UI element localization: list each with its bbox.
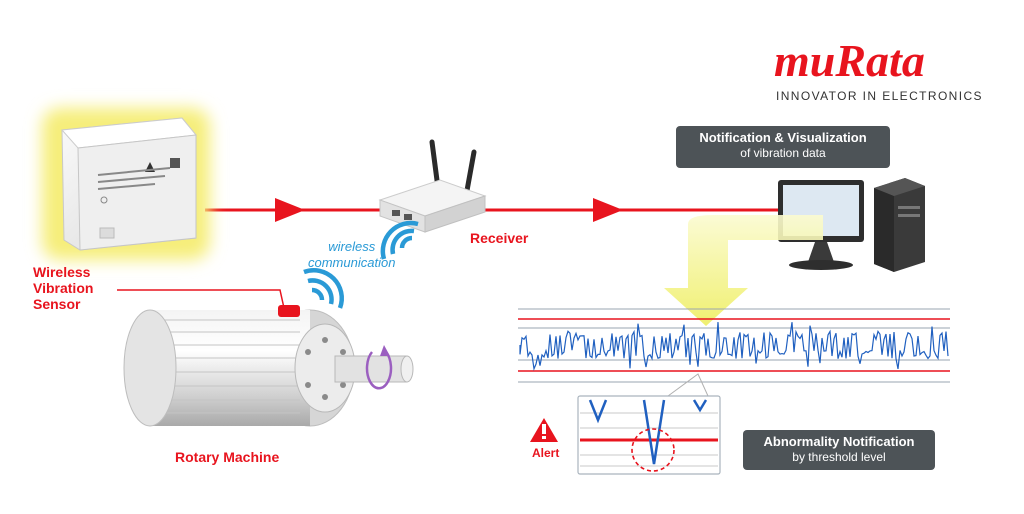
receiver-label: Receiver	[470, 230, 529, 246]
rotary-machine-label: Rotary Machine	[175, 449, 280, 465]
notification-box-title: Notification & Visualization	[699, 130, 867, 145]
notification-box: Notification & Visualization of vibratio…	[676, 126, 890, 168]
receiver-wireless-icon	[380, 220, 419, 260]
sensor-label-line-2: Vibration	[33, 280, 94, 296]
pc-tower-icon	[874, 178, 925, 272]
flow-arrow-1	[275, 198, 305, 222]
waveform-panel	[518, 308, 950, 383]
abnormality-box-subtitle: by threshold level	[792, 450, 886, 464]
data-flow-arrow	[664, 215, 823, 326]
rotary-machine-icon	[123, 305, 414, 427]
sensor-label-line-1: Wireless	[33, 264, 91, 280]
sensor-mount-marker	[278, 305, 300, 317]
wireless-label: wireless communication	[308, 239, 395, 271]
sensor-label-line-3: Sensor	[33, 296, 81, 312]
logo-wordmark: muRata	[774, 36, 925, 86]
logo-tagline: INNOVATOR IN ELECTRONICS	[776, 89, 983, 103]
wireless-waves-icon	[303, 268, 344, 309]
murata-logo: muRata	[774, 36, 925, 86]
sensor-callout-line	[117, 289, 285, 309]
notification-box-subtitle: of vibration data	[740, 146, 826, 160]
vibration-sensor-icon	[42, 108, 210, 260]
abnormality-box: Abnormality Notification by threshold le…	[743, 430, 935, 470]
alert-label: Alert	[532, 446, 560, 460]
alert-zoom-panel	[577, 395, 721, 475]
anomaly-highlight	[631, 428, 675, 472]
receiver-router-icon	[378, 139, 487, 233]
abnormality-box-title: Abnormality Notification	[763, 434, 915, 449]
wireless-label-line-1: wireless	[328, 239, 376, 254]
wireless-label-line-2: communication	[308, 255, 396, 270]
alert-triangle-icon	[530, 418, 558, 442]
sensor-label: Wireless Vibration Sensor	[33, 264, 93, 312]
rotation-arrow-icon	[365, 351, 393, 390]
flow-arrow-2	[593, 198, 623, 222]
zoom-callout-line	[667, 373, 709, 397]
signal-line	[205, 198, 785, 222]
